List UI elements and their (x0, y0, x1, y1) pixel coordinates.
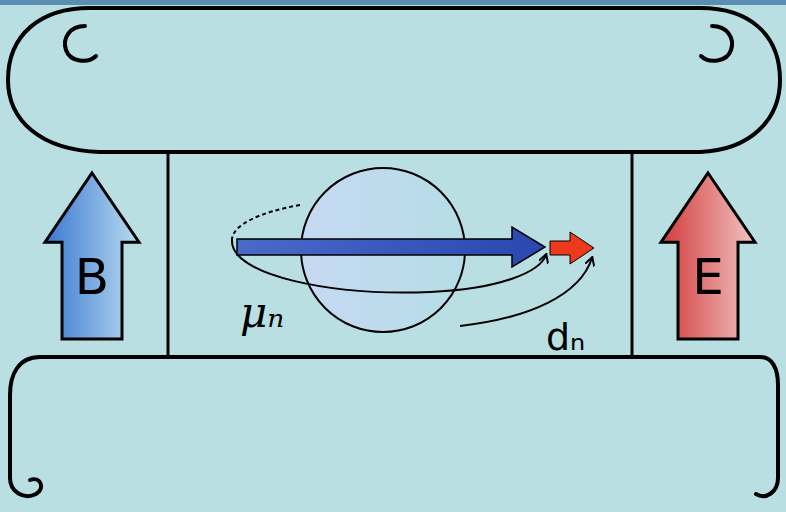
edm-curve (460, 258, 592, 326)
field-symbol: E (658, 252, 758, 302)
orbit-back (232, 205, 300, 240)
edm-arrow (550, 232, 594, 264)
field-arrow: E (658, 170, 758, 342)
magnetic-moment-label: μₙ (240, 292, 284, 334)
edm-label: dₙ (546, 318, 585, 356)
top-strip (0, 0, 786, 5)
magnetic-moment-arrow (237, 227, 545, 267)
field-arrow: B (42, 170, 142, 342)
chamber-wall (631, 152, 634, 357)
chamber-wall (167, 152, 170, 357)
field-symbol: B (42, 252, 142, 302)
bottom-plate (10, 357, 778, 496)
top-plate (8, 8, 780, 152)
